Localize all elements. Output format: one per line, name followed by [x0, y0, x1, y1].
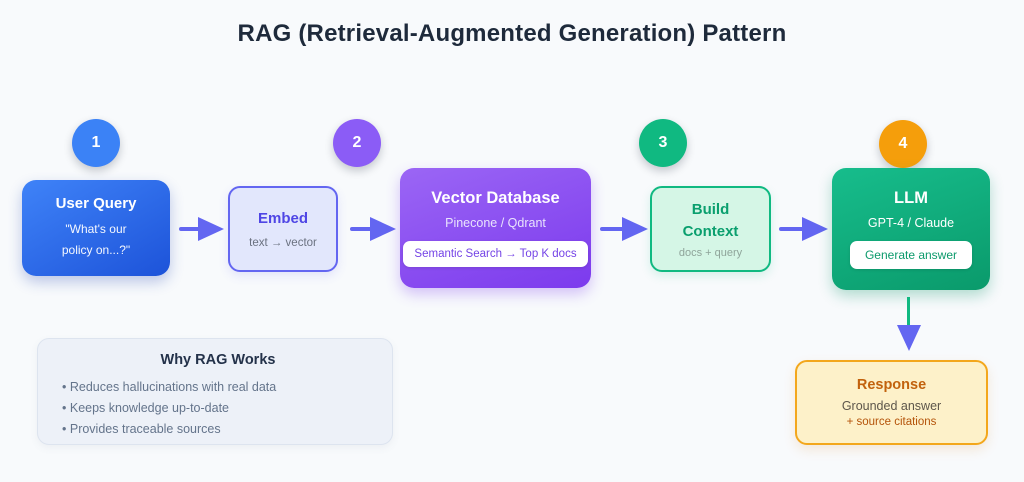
- node-build-context: Build Context docs + query: [650, 186, 771, 272]
- node-subtitle: Pinecone / Qdrant: [445, 216, 546, 230]
- arrow-head: [897, 325, 921, 351]
- step-badge-2: 2: [333, 119, 381, 167]
- node-subtitle: docs + query: [678, 247, 743, 260]
- arrow-head: [370, 217, 396, 241]
- node-title: LLM: [894, 189, 928, 207]
- node-title: Vector Database: [431, 189, 560, 207]
- arrow-stem: [907, 297, 910, 327]
- arrow-head: [802, 217, 828, 241]
- node-vector-database: Vector Database Pinecone / Qdrant Semant…: [400, 168, 591, 288]
- arrow-head: [198, 217, 224, 241]
- arrow-shaft: [179, 227, 202, 231]
- arrow-shaft: [350, 227, 374, 231]
- step-badge-1: 1: [72, 119, 120, 167]
- step-badge-number: 4: [898, 135, 908, 152]
- node-subtitle: "What's our policy on...?": [61, 222, 131, 257]
- node-subtitle: + source citations: [846, 416, 937, 428]
- why-panel-title: Why RAG Works: [160, 352, 276, 368]
- node-embed: Embed text → vector: [228, 186, 338, 272]
- arrow-shaft: [600, 227, 626, 231]
- why-rag-works-panel: Why RAG Works Reduces hallucinations wit…: [37, 338, 393, 445]
- arrow-shaft: [779, 227, 806, 231]
- page-title: RAG (Retrieval-Augmented Generation) Pat…: [237, 20, 787, 47]
- semantic-search-chip: Semantic Search → Top K docs: [403, 241, 588, 267]
- arrow-build-context-to-llm: [779, 217, 828, 241]
- node-subtitle: Grounded answer: [841, 399, 942, 413]
- arrow-vector-database-to-build-context: [600, 217, 648, 241]
- why-bullet-item: Provides traceable sources: [62, 419, 374, 440]
- node-title: Build Context: [682, 200, 739, 240]
- generate-answer-chip: Generate answer: [849, 241, 973, 269]
- step-badge-3: 3: [639, 119, 687, 167]
- step-badge-number: 1: [91, 134, 101, 151]
- arrow-llm-to-response: [897, 297, 921, 353]
- node-title: Embed: [257, 209, 308, 227]
- arrow-user-query-to-embed: [179, 217, 224, 241]
- node-title: User Query: [55, 195, 137, 212]
- node-subtitle: GPT-4 / Claude: [867, 216, 955, 230]
- step-badge-number: 2: [352, 134, 362, 151]
- node-subtitle: text → vector: [249, 236, 317, 249]
- node-title: Response: [856, 377, 927, 393]
- arrow-head: [622, 217, 648, 241]
- why-bullet-item: Keeps knowledge up-to-date: [62, 398, 374, 419]
- node-response: Response Grounded answer + source citati…: [795, 360, 988, 445]
- node-llm: LLM GPT-4 / Claude Generate answer: [832, 168, 990, 290]
- arrow-embed-to-vector-database: [350, 217, 396, 241]
- why-bullet-item: Reduces hallucinations with real data: [62, 377, 374, 398]
- step-badge-number: 3: [658, 134, 668, 151]
- step-badge-4: 4: [879, 120, 927, 168]
- node-user-query: User Query "What's our policy on...?": [22, 180, 170, 276]
